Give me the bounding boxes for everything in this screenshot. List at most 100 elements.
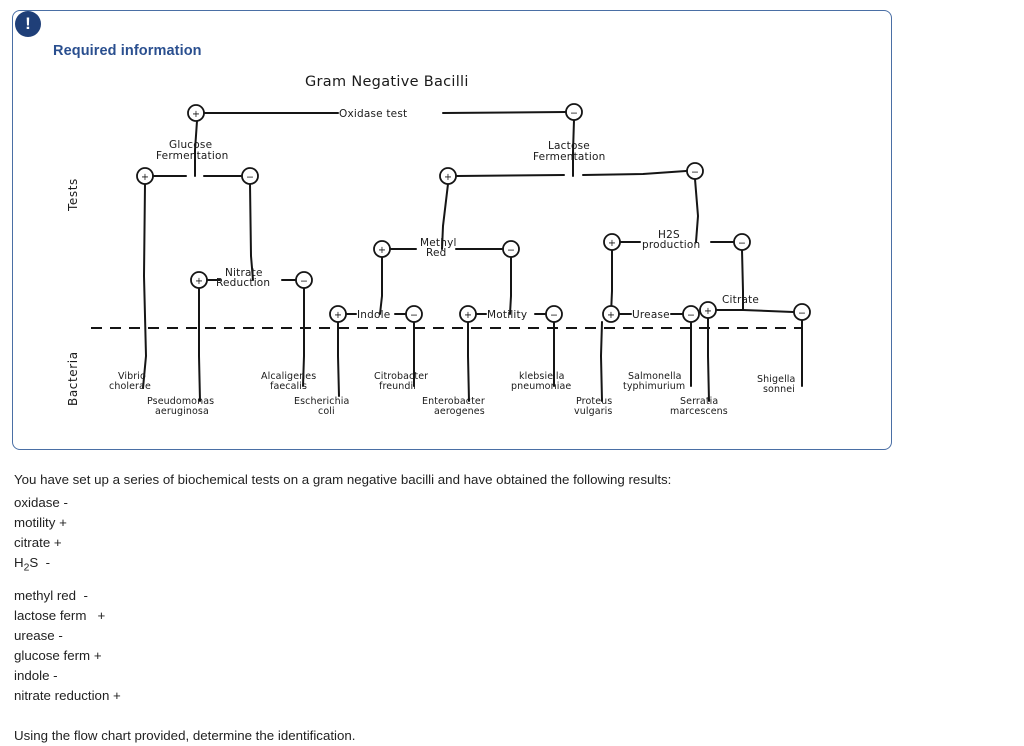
sign-methylred-negative: − [507, 245, 515, 256]
node-motility-positive [459, 305, 477, 323]
result-lactose-ferm: lactose ferm + [14, 607, 106, 623]
sign-methylred-positive: + [378, 245, 386, 256]
node-citrate-negative [793, 303, 811, 321]
result-methyl-red: methyl red - [14, 587, 88, 603]
test-label-nitrate-line1: Nitrate [225, 267, 263, 279]
result-glucose-ferm: glucose ferm + [14, 647, 102, 663]
bacteria-label-klebsiella-line1: klebsiella [519, 371, 565, 382]
edge-lactose-neg-stem [694, 178, 700, 243]
bacteria-label-vibrio-line1: Vibrio [118, 371, 146, 382]
test-label-urease: Urease [632, 309, 670, 321]
bacteria-label-serratia-line1: Serratia [680, 396, 718, 407]
bacteria-label-serratia-line2: marcescens [670, 406, 728, 417]
test-label-methylred-line2: Red [426, 247, 447, 259]
node-urease-negative [682, 305, 700, 323]
node-nitrate-positive [190, 271, 208, 289]
test-label-motility: Motility [487, 309, 527, 321]
bacteria-label-salmonella-line1: Salmonella [628, 371, 682, 382]
node-urease-positive [602, 305, 620, 323]
test-label-glucose-line2: Fermentation [156, 150, 228, 162]
result-h2s: H2S - [14, 553, 974, 579]
bacteria-label-pseudomonas-line2: aeruginosa [155, 406, 209, 417]
node-oxidase-positive [187, 104, 205, 122]
bacteria-label-proteus-line1: Proteus [576, 396, 612, 407]
prompt-closing: Using the flow chart provided, determine… [14, 727, 356, 743]
edge-lactose-left [456, 174, 565, 177]
edge-nitrate-pos-terminal [198, 287, 201, 402]
page-title: Required information [53, 43, 202, 59]
axis-label-tests: Tests [66, 178, 80, 212]
node-lactose-negative [686, 162, 704, 180]
edge-citrate-right [742, 309, 794, 313]
result-urease: urease - [14, 627, 63, 643]
edge-oxidase-pos-stem [194, 120, 198, 177]
edge-citrate-pos-terminal [707, 317, 710, 402]
edge-motility-pos-terminal [467, 321, 470, 402]
node-citrate-positive [699, 301, 717, 319]
exclamation-icon: ! [15, 11, 41, 37]
node-methylred-negative [502, 240, 520, 258]
sign-indole-negative: − [410, 310, 418, 321]
sign-glucose-positive: + [141, 172, 149, 183]
test-label-oxidase: Oxidase test [339, 108, 407, 120]
edge-h2s-neg-stem [741, 249, 744, 311]
edge-h2s-pos-stem [610, 249, 613, 315]
sign-h2s-negative: − [738, 238, 746, 249]
sign-oxidase-negative: − [570, 108, 578, 119]
sign-motility-positive: + [464, 310, 472, 321]
test-label-glucose-line1: Glucose [169, 139, 212, 151]
question-prompt: You have set up a series of biochemical … [14, 470, 974, 746]
chart-title: Gram Negative Bacilli [305, 74, 469, 90]
edge-urease-pos-terminal [599, 321, 603, 402]
sign-lactose-positive: + [444, 172, 452, 183]
node-h2s-negative [733, 233, 751, 251]
bacteria-label-vibrio-line2: cholerae [109, 381, 151, 392]
edge-methylred-neg-stem [509, 256, 512, 315]
bacteria-label-shigella-line2: sonnei [763, 384, 795, 395]
node-h2s-positive [603, 233, 621, 251]
edge-indole-pos-terminal [337, 321, 340, 397]
result-oxidase: oxidase - [14, 495, 68, 510]
sign-oxidase-positive: + [192, 109, 200, 120]
result-h2s-prefix: H [14, 555, 24, 570]
sign-urease-positive: + [607, 310, 615, 321]
edge-lactose-pos-stem [441, 183, 449, 250]
test-label-indole: Indole [357, 309, 390, 321]
prompt-lead: You have set up a series of biochemical … [14, 472, 672, 487]
bacteria-label-proteus-line2: vulgaris [574, 406, 612, 417]
test-label-h2s-line2: production [642, 239, 700, 251]
test-label-lactose-line1: Lactose [548, 140, 590, 152]
flow-chart: Gram Negative Bacilli Tests Bacteria [43, 56, 883, 446]
test-label-lactose-line2: Fermentation [533, 151, 605, 163]
flow-chart-svg: Gram Negative Bacilli Tests Bacteria [66, 74, 811, 417]
node-methylred-positive [373, 240, 391, 258]
bacteria-label-pseudomonas-line1: Pseudomonas [147, 396, 214, 407]
bacteria-label-escherichia-line2: coli [318, 406, 335, 417]
result-h2s-subscript: 2 [23, 562, 30, 574]
test-label-h2s-line1: H2S [658, 229, 680, 241]
test-label-methylred-line1: Methyl [420, 237, 457, 249]
sign-citrate-negative: − [798, 308, 806, 319]
sign-nitrate-negative: − [300, 276, 308, 287]
node-indole-negative [405, 305, 423, 323]
test-label-citrate: Citrate [722, 294, 759, 306]
sign-motility-negative: − [550, 310, 558, 321]
sign-h2s-positive: + [608, 238, 616, 249]
node-glucose-positive [136, 167, 154, 185]
node-nitrate-negative [295, 271, 313, 289]
bacteria-label-klebsiella-line2: pneumoniae [511, 381, 571, 392]
result-motility: motility + [14, 515, 67, 530]
result-indole: indole - [14, 667, 58, 683]
edge-lactose-right [582, 170, 687, 176]
node-glucose-negative [241, 167, 259, 185]
bacteria-label-enterobacter-line1: Enterobacter [422, 396, 485, 407]
edge-methylred-pos-stem [379, 256, 383, 315]
result-nitrate-reduction: nitrate reduction + [14, 687, 121, 703]
bacteria-label-citrobacter-line1: Citrobacter [374, 371, 428, 382]
bacteria-label-escherichia-line1: Escherichia [294, 396, 349, 407]
edge-glucose-neg-stem [249, 183, 254, 281]
result-citrate: citrate + [14, 535, 62, 550]
edge-oxidase-neg-stem [572, 119, 575, 177]
node-motility-negative [545, 305, 563, 323]
sign-indole-positive: + [334, 310, 342, 321]
